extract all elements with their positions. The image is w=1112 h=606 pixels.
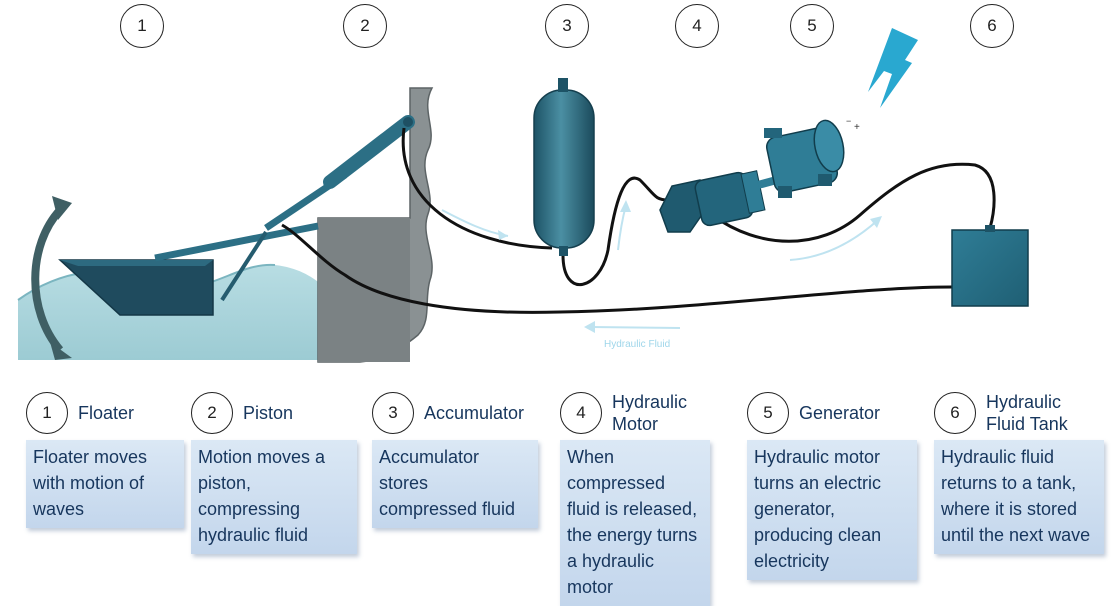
accumulator-port xyxy=(559,246,568,256)
step-description: Motion moves a piston, compressing hydra… xyxy=(191,440,357,554)
top-number-6: 6 xyxy=(970,4,1014,48)
step-title: Hydraulic Fluid Tank xyxy=(986,392,1068,434)
flow-arrowhead-up-icon xyxy=(620,200,631,212)
hose-motor-to-tank xyxy=(711,162,996,243)
flow-label: Hydraulic Fluid xyxy=(604,339,671,350)
hydraulic-fluid-tank xyxy=(951,229,1029,307)
terminal-plus: + xyxy=(854,122,860,133)
step-title: Floater xyxy=(78,403,135,423)
flow-arrow-return-icon xyxy=(589,326,681,329)
step-description: Floater moves with motion of waves xyxy=(26,440,184,528)
top-number-1: 1 xyxy=(120,4,164,48)
accumulator xyxy=(533,89,595,249)
hydraulic-motor xyxy=(659,170,766,233)
step-number: 5 xyxy=(747,392,789,434)
floater-top xyxy=(60,260,213,266)
tank-port xyxy=(985,225,995,232)
step-hydraulic-motor: 4 Hydraulic Motor When compressed fluid … xyxy=(560,388,740,606)
step-piston: 2 Piston Motion moves a piston, compress… xyxy=(191,388,371,554)
generator xyxy=(764,119,845,198)
lightning-bolt-icon xyxy=(868,28,918,108)
motion-arrow-icon xyxy=(31,207,64,353)
hose-tank-return xyxy=(281,223,953,314)
step-description: Hydraulic fluid returns to a tank, where… xyxy=(934,440,1104,554)
flow-arrowhead-icon xyxy=(498,230,508,240)
flow-arrowhead-return-icon xyxy=(584,321,595,333)
step-accumulator: 3 Accumulator Accumulator stores compres… xyxy=(372,388,552,528)
step-title: Generator xyxy=(799,403,881,423)
floater-arm xyxy=(154,222,319,262)
top-number-3: 3 xyxy=(545,4,589,48)
step-title: Piston xyxy=(243,403,294,423)
motion-arrow-head-down-icon xyxy=(50,342,72,360)
step-number: 4 xyxy=(560,392,602,434)
step-title: Hydraulic Motor xyxy=(612,392,688,434)
seawall-front xyxy=(318,218,410,362)
step-number: 3 xyxy=(372,392,414,434)
step-hydraulic-fluid-tank: 6 Hydraulic Fluid Tank Hydraulic fluid r… xyxy=(934,388,1112,554)
piston-cylinder xyxy=(323,115,415,189)
top-number-2: 2 xyxy=(343,4,387,48)
step-description: Accumulator stores compressed fluid xyxy=(372,440,538,528)
top-number-5: 5 xyxy=(790,4,834,48)
step-description: Hydraulic motor turns an electric genera… xyxy=(747,440,917,580)
flow-arrowhead-right-icon xyxy=(870,216,882,228)
flow-arrow-right-icon xyxy=(789,219,879,261)
terminal-minus: − xyxy=(846,116,851,126)
piston-mount xyxy=(403,117,413,127)
motion-arrow-head-up-icon xyxy=(52,196,72,220)
step-number: 2 xyxy=(191,392,233,434)
hose-piston-to-accumulator xyxy=(401,127,553,250)
accumulator-cap xyxy=(558,78,568,92)
step-title: Accumulator xyxy=(424,403,525,423)
wave-energy-diagram: − + xyxy=(17,28,1029,363)
step-number: 6 xyxy=(934,392,976,434)
top-number-4: 4 xyxy=(675,4,719,48)
hose-accumulator-to-motor xyxy=(561,176,669,286)
step-generator: 5 Generator Hydraulic motor turns an ele… xyxy=(747,388,927,580)
step-description: When compressed fluid is released, the e… xyxy=(560,440,710,606)
step-floater: 1 Floater Floater moves with motion of w… xyxy=(26,388,206,528)
support-strut xyxy=(220,230,268,302)
step-number: 1 xyxy=(26,392,68,434)
